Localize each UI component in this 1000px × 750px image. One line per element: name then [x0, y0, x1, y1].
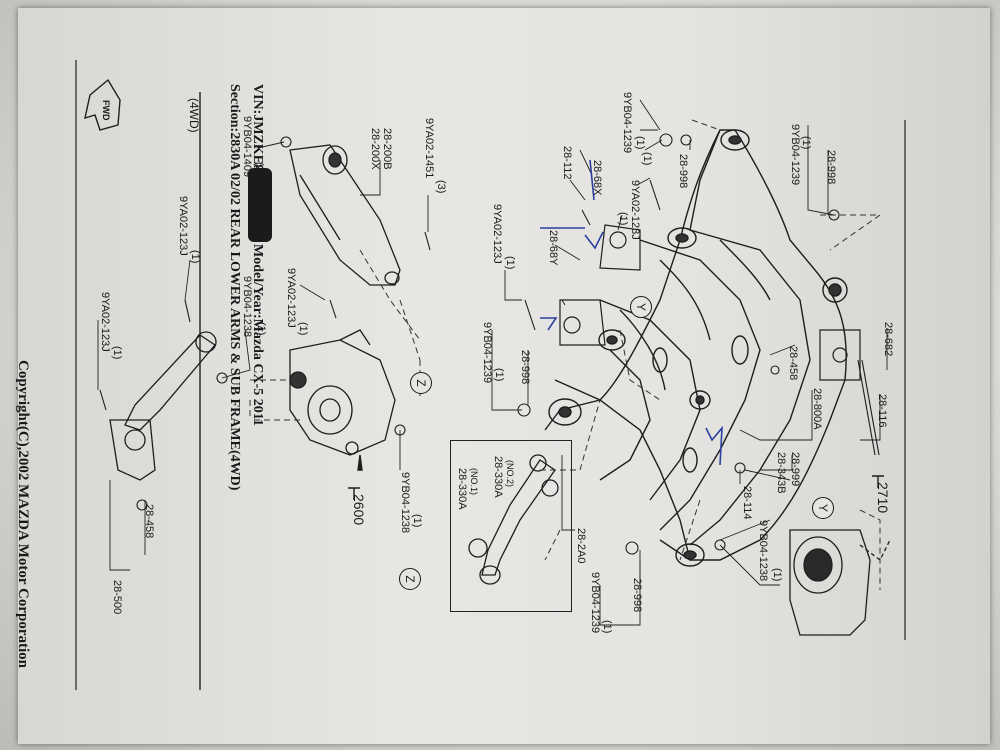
part-label: 28-330A: [492, 456, 504, 498]
bolts-and-nuts: [99, 133, 880, 555]
qty-label: (1): [411, 514, 423, 528]
figure-ref-2600: 2600: [351, 494, 367, 526]
part-label: 9YB04-1239: [481, 322, 493, 384]
part-label: 9YB04-1238: [399, 472, 411, 534]
leader-lines: [97, 99, 888, 626]
part-label: 28-116: [876, 394, 888, 428]
qty-label: (1): [111, 346, 123, 360]
view-marker-z-inset: Z: [399, 568, 421, 590]
copyright-text: Copyright(C),2002 MAZDA Motor Corporatio…: [15, 360, 31, 669]
view-marker-y-right: Y: [812, 497, 834, 519]
part-label: 9YB04-1239: [789, 124, 801, 186]
lower-arm-28-500: [109, 331, 217, 481]
printed-page: [18, 8, 990, 744]
qty-label: (1): [617, 212, 629, 226]
pen-annotations: [540, 159, 723, 466]
part-label: 28-330A: [456, 468, 468, 510]
upper-arm-28-2A0: [468, 454, 559, 585]
part-label: 9YB04-1239: [589, 572, 601, 634]
qty-label: (1): [297, 322, 309, 336]
part-label: 28-68X: [591, 160, 603, 196]
qty-label: (1): [493, 368, 505, 382]
part-label: 28-68Y: [547, 230, 559, 266]
fwd-label: FWD: [101, 100, 111, 121]
qty-label: (1): [800, 136, 812, 150]
qty-label: (1): [601, 620, 613, 634]
part-label: 28-2A0: [575, 528, 587, 564]
qty-label: (2): [253, 162, 265, 176]
part-label: 9YA02-123J: [285, 268, 297, 328]
part-label: 28-112: [561, 146, 573, 180]
qty-label: (1): [255, 322, 267, 336]
qty-label: (1): [504, 256, 516, 270]
view-marker-z-knuckle: Z: [410, 372, 432, 394]
part-label: 28-343B: [775, 452, 787, 494]
trailing-link: [289, 144, 401, 286]
rear-knuckle: [289, 329, 396, 456]
part-label: 9YA02-123J: [629, 180, 641, 240]
header-section: Section:2830A 02/02 REAR LOWER ARMS & SU…: [227, 84, 242, 491]
part-label: 28-114: [741, 486, 753, 520]
part-label: 9YB04-1238: [241, 276, 253, 338]
qty-label: (1): [634, 136, 646, 150]
inset-detail-frame: [450, 440, 572, 612]
redaction-block: [248, 168, 272, 242]
variant-label: (4WD): [187, 98, 201, 133]
qty-label: (1): [771, 568, 783, 582]
figure-ref-2710: 2710: [875, 482, 891, 514]
part-label: 9YB04-1409: [241, 116, 253, 178]
qty-label: (1): [189, 250, 201, 264]
qty-label: (1): [641, 152, 653, 166]
view-marker-y-center: Y: [630, 296, 652, 318]
part-label: 28-998: [631, 578, 643, 613]
part-label: 9YA02-123J: [99, 292, 111, 352]
figure-ref-arrows: [348, 454, 884, 500]
part-label: 28-200X: [369, 128, 381, 170]
part-label: 28-500: [111, 580, 123, 615]
part-label: 28-458: [143, 504, 155, 539]
part-label: 9YA02-123J: [491, 204, 503, 264]
part-label: 28-458: [787, 346, 799, 381]
qty-label: (3): [435, 180, 447, 194]
part-label: 9YA02-123J: [177, 196, 189, 256]
part-label: 9YB04-1238: [757, 520, 769, 582]
part-label: 28-682: [882, 322, 894, 357]
part-label: 28-800A: [811, 388, 823, 430]
part-label: 28-999: [789, 452, 801, 487]
part-label: 28-998: [825, 150, 837, 185]
assembly-lines: [249, 119, 882, 590]
fwd-arrow-icon: [84, 78, 121, 131]
differential-mount-bushing: [789, 529, 891, 636]
part-label: 28-200B: [381, 128, 393, 170]
part-label: 28-998: [519, 350, 531, 385]
part-label: 28-998: [677, 154, 689, 189]
qty-label: (NO.2): [505, 460, 515, 487]
part-label: 9YB04-1239: [621, 92, 633, 154]
part-label: 9YA02-1451: [423, 118, 435, 179]
brackets-68x-68y: [559, 224, 861, 381]
qty-label: (NO.1): [469, 468, 479, 495]
